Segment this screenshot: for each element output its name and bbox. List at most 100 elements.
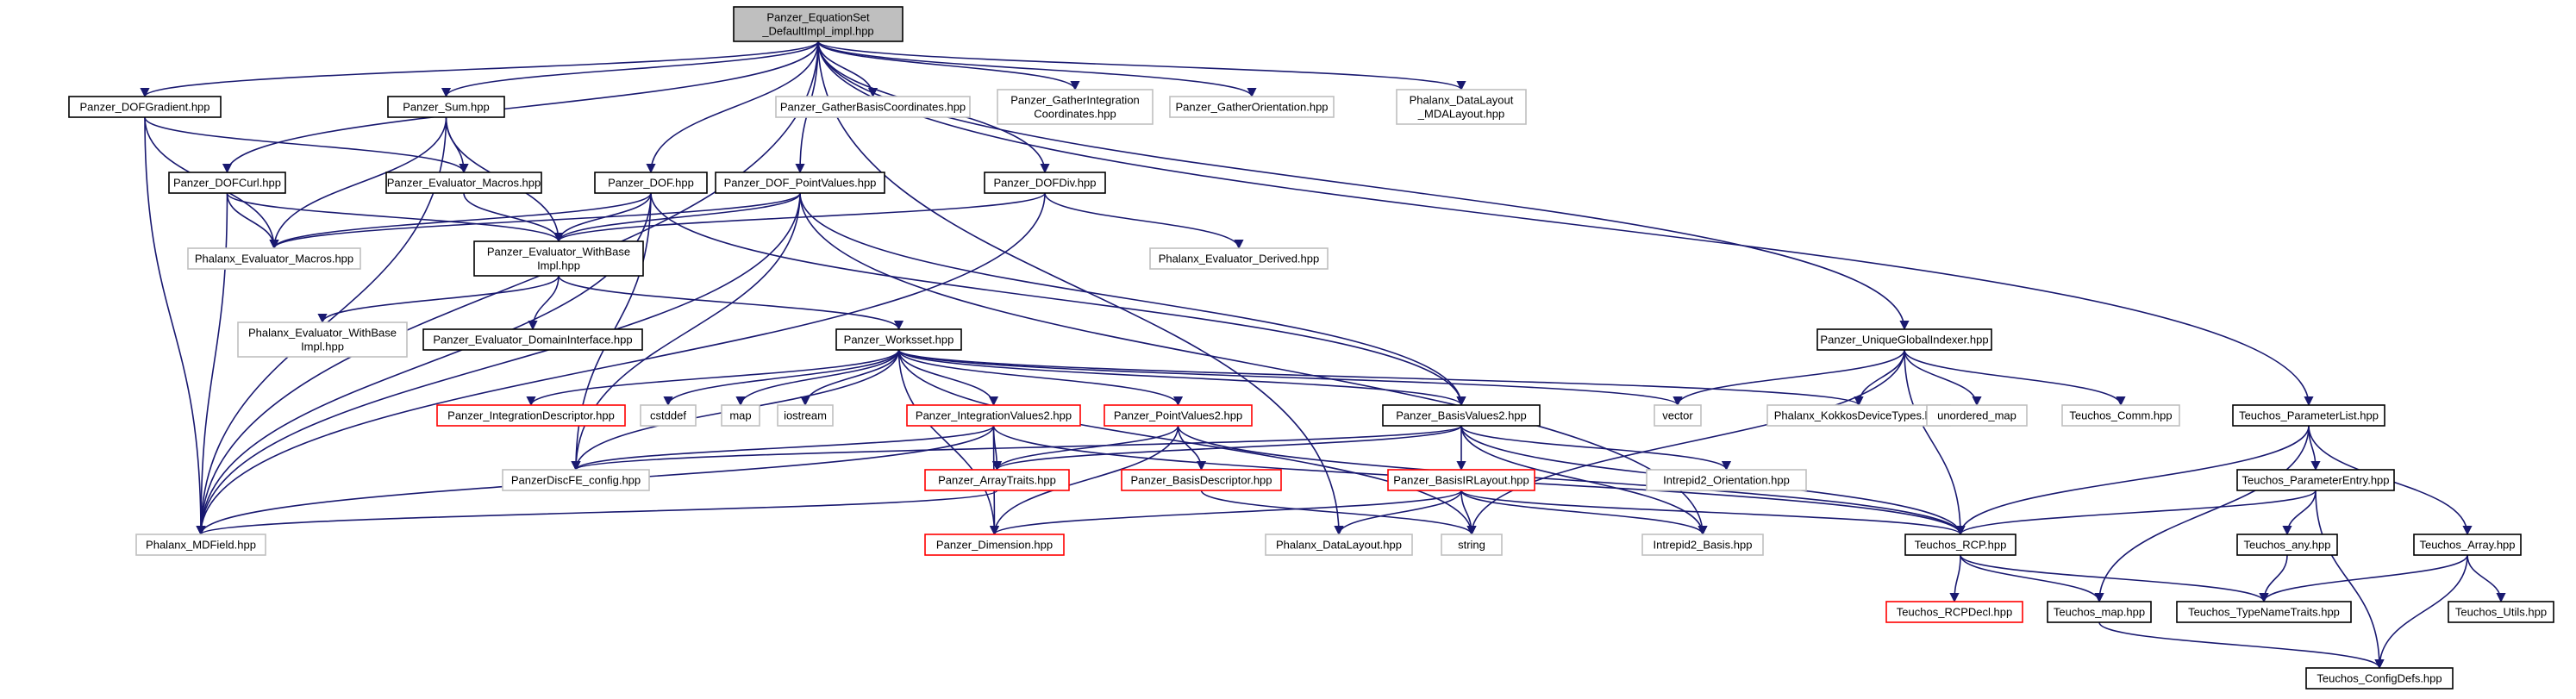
node-i2b[interactable]: Intrepid2_Basis.hpp <box>1641 534 1764 556</box>
node-phevmac[interactable]: Phalanx_Evaluator_Macros.hpp <box>187 247 361 270</box>
node-box-birl <box>1387 469 1535 491</box>
node-root[interactable]: Panzer_EquationSet_DefaultImpl_impl.hpp <box>733 6 903 42</box>
node-birl[interactable]: Panzer_BasisIRLayout.hpp <box>1387 469 1535 491</box>
edge-at-to-pmdf <box>196 490 998 536</box>
node-box-iv2 <box>906 404 1081 427</box>
node-tmap[interactable]: Teuchos_map.hpp <box>2047 601 2152 623</box>
node-label-evwb-line2: Impl.hpp <box>537 259 580 272</box>
node-gori[interactable]: Panzer_GatherOrientation.hpp <box>1169 96 1335 118</box>
node-dofcurl[interactable]: Panzer_DOFCurl.hpp <box>168 172 286 194</box>
node-box-phevmac <box>187 247 361 270</box>
node-label-gori: Panzer_GatherOrientation.hpp <box>1175 101 1328 114</box>
edge-workset-to-string <box>897 349 1477 536</box>
node-i2o[interactable]: Intrepid2_Orientation.hpp <box>1646 469 1807 491</box>
edge-birl-to-trcp <box>1460 490 1966 536</box>
node-label-tcd: Teuchos_ConfigDefs.hpp <box>2317 672 2442 685</box>
node-tany[interactable]: Teuchos_any.hpp <box>2236 534 2338 556</box>
node-dofpv[interactable]: Panzer_DOF_PointValues.hpp <box>715 172 885 194</box>
node-evalmac[interactable]: Panzer_Evaluator_Macros.hpp <box>385 172 542 194</box>
node-label-tpe: Teuchos_ParameterEntry.hpp <box>2241 474 2389 487</box>
edge-workset-to-pkdt <box>897 349 1864 407</box>
edge-ugi-to-string <box>1466 349 1905 536</box>
node-sum[interactable]: Panzer_Sum.hpp <box>387 96 505 118</box>
node-box-cstddef <box>640 404 697 427</box>
node-ttnt[interactable]: Teuchos_TypeNameTraits.hpp <box>2176 601 2352 623</box>
node-string[interactable]: string <box>1441 534 1503 556</box>
node-dim[interactable]: Panzer_Dimension.hpp <box>924 534 1065 556</box>
edge-pv2-to-at <box>991 425 1179 471</box>
node-box-workset <box>835 328 962 351</box>
node-box-evalmac <box>385 172 542 194</box>
edge-dofdiv-to-evwb <box>553 192 1046 243</box>
node-pkdt[interactable]: Phalanx_KokkosDeviceTypes.hpp <box>1766 404 1951 427</box>
edge-root-to-sum <box>441 41 819 98</box>
node-trcp[interactable]: Teuchos_RCP.hpp <box>1904 534 2016 556</box>
edge-workset-to-intdesc <box>526 349 900 407</box>
edge-dofdiv-to-pmdf <box>196 192 1046 536</box>
node-tcomm[interactable]: Teuchos_Comm.hpp <box>2061 404 2180 427</box>
node-box-iostream <box>777 404 834 427</box>
edge-workset-to-cstddef <box>663 349 900 407</box>
node-pdfc[interactable]: PanzerDiscFE_config.hpp <box>502 469 650 491</box>
node-bdesc[interactable]: Panzer_BasisDescriptor.hpp <box>1121 469 1282 491</box>
edge-bv2-to-at <box>992 425 1462 471</box>
node-iv2[interactable]: Panzer_IntegrationValues2.hpp <box>906 404 1081 427</box>
node-tutils[interactable]: Teuchos_Utils.hpp <box>2448 601 2554 623</box>
node-pmdf[interactable]: Phalanx_MDField.hpp <box>135 534 266 556</box>
edge-bv2-to-i2o <box>1460 425 1731 471</box>
node-label-bv2: Panzer_BasisValues2.hpp <box>1396 409 1527 422</box>
node-label-phevwb-line1: Phalanx_Evaluator_WithBase <box>248 327 397 340</box>
node-tcd[interactable]: Teuchos_ConfigDefs.hpp <box>2305 667 2454 690</box>
node-iostream[interactable]: iostream <box>777 404 834 427</box>
node-pv2[interactable]: Panzer_PointValues2.hpp <box>1104 404 1253 427</box>
node-label-dofcurl: Panzer_DOFCurl.hpp <box>173 177 281 190</box>
edge-tany-to-ttnt <box>2259 554 2288 603</box>
node-evdi[interactable]: Panzer_Evaluator_DomainInterface.hpp <box>422 328 643 351</box>
node-box-tmap <box>2047 601 2152 623</box>
edge-root-to-pmdf <box>196 41 819 536</box>
edge-iv2-to-pdfc <box>571 425 995 471</box>
node-label-string: string <box>1458 539 1485 552</box>
edge-workset-to-iostream <box>800 349 900 407</box>
node-vector[interactable]: vector <box>1654 404 1702 427</box>
node-box-tany <box>2236 534 2338 556</box>
node-label-i2b: Intrepid2_Basis.hpp <box>1654 539 1753 552</box>
node-dofdiv[interactable]: Panzer_DOFDiv.hpp <box>984 172 1106 194</box>
node-box-dofpv <box>715 172 885 194</box>
edge-trcp-to-tmap <box>1960 554 2104 603</box>
node-label-dim: Panzer_Dimension.hpp <box>936 539 1053 552</box>
node-trcpd[interactable]: Teuchos_RCPDecl.hpp <box>1885 601 2023 623</box>
node-cstddef[interactable]: cstddef <box>640 404 697 427</box>
edge-dofpv-to-pmdf <box>196 192 801 536</box>
node-tpe[interactable]: Teuchos_ParameterEntry.hpp <box>2236 469 2395 491</box>
node-dofgrad[interactable]: Panzer_DOFGradient.hpp <box>68 96 222 118</box>
node-box-gori <box>1169 96 1335 118</box>
node-label-ugi: Panzer_UniqueGlobalIndexer.hpp <box>1820 334 1988 346</box>
node-intdesc[interactable]: Panzer_IntegrationDescriptor.hpp <box>436 404 626 427</box>
node-phevder[interactable]: Phalanx_Evaluator_Derived.hpp <box>1149 247 1329 270</box>
edge-bv2-to-pdfc <box>571 425 1462 471</box>
node-ugi[interactable]: Panzer_UniqueGlobalIndexer.hpp <box>1816 328 1992 351</box>
node-workset[interactable]: Panzer_Worksset.hpp <box>835 328 962 351</box>
node-box-ugi <box>1816 328 1992 351</box>
edge-birl-to-phdl <box>1334 490 1462 536</box>
node-tpl[interactable]: Teuchos_ParameterList.hpp <box>2232 404 2385 427</box>
node-umap[interactable]: unordered_map <box>1926 404 2028 427</box>
node-tarr[interactable]: Teuchos_Array.hpp <box>2413 534 2522 556</box>
edge-root-to-gori <box>817 41 1257 98</box>
node-box-tcomm <box>2061 404 2180 427</box>
node-box-sum <box>387 96 505 118</box>
node-label-cstddef: cstddef <box>650 409 686 422</box>
node-dof[interactable]: Panzer_DOF.hpp <box>594 172 708 194</box>
node-at[interactable]: Panzer_ArrayTraits.hpp <box>924 469 1070 491</box>
node-map[interactable]: map <box>721 404 760 427</box>
node-pdl[interactable]: Phalanx_DataLayout_MDALayout.hpp <box>1396 89 1527 125</box>
node-gbc[interactable]: Panzer_GatherBasisCoordinates.hpp <box>775 96 971 118</box>
edge-pv2-to-bdesc <box>1177 425 1207 471</box>
node-bv2[interactable]: Panzer_BasisValues2.hpp <box>1382 404 1541 427</box>
node-phdl[interactable]: Phalanx_DataLayout.hpp <box>1265 534 1413 556</box>
node-box-bv2 <box>1382 404 1541 427</box>
